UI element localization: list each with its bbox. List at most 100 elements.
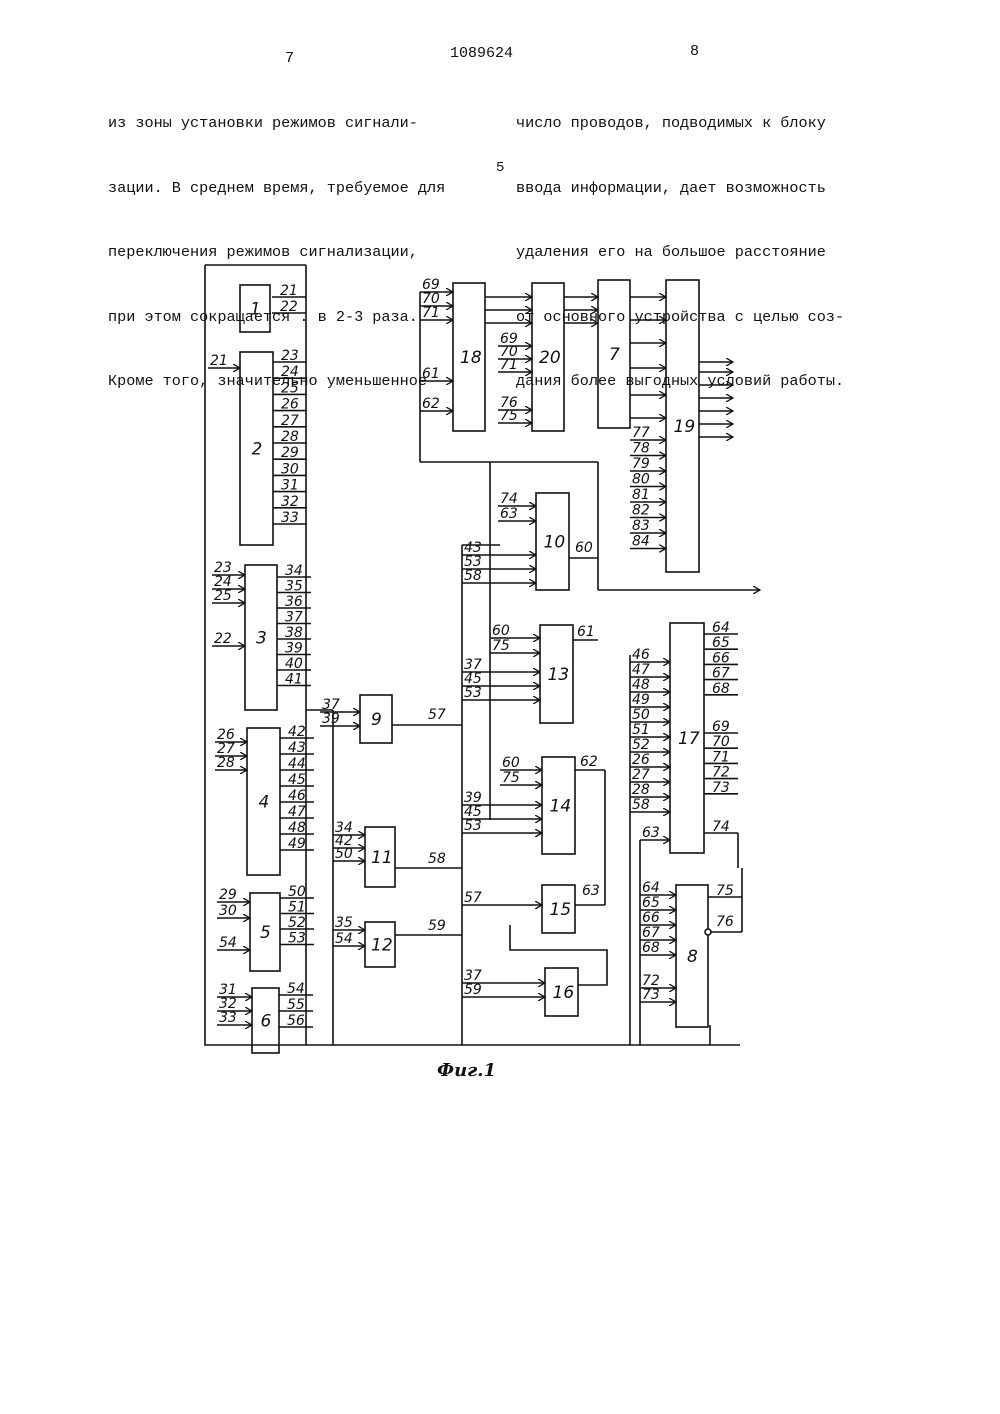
input-label-18: 62	[422, 396, 440, 412]
input-label-17: 47	[632, 662, 650, 678]
output-label-3: 38	[285, 625, 303, 641]
output-label-17: 73	[712, 780, 730, 796]
output-label-4: 45	[288, 772, 306, 788]
input-label-20: 71	[500, 357, 518, 373]
input-label-19: 81	[632, 487, 650, 503]
output-label-10: 60	[575, 540, 593, 556]
input-label-5: 30	[219, 903, 237, 919]
output-label-4: 48	[288, 820, 306, 836]
output-label-6: 56	[287, 1013, 305, 1029]
input-label-19: 79	[632, 456, 650, 472]
input-label-12: 54	[335, 931, 353, 947]
input-label-15: 57	[464, 890, 482, 906]
output-label-4: 49	[288, 836, 306, 852]
input-label-6: 33	[219, 1010, 237, 1026]
inversion-dot	[705, 929, 711, 935]
block-label-2: 2	[252, 440, 263, 460]
input-label-16: 59	[464, 982, 482, 998]
input-label-17: 52	[632, 737, 650, 753]
block-label-20: 20	[539, 348, 561, 368]
figure-caption: Фиг.1	[437, 1060, 496, 1081]
output-label-3: 34	[285, 563, 303, 579]
output-label-11: 58	[428, 851, 446, 867]
output-label-4: 44	[288, 756, 306, 772]
input-label-9: 39	[322, 711, 340, 727]
block-label-6: 6	[261, 1012, 272, 1032]
input-label-17: 49	[632, 692, 650, 708]
input-label-18: 61	[422, 366, 440, 382]
output-label-14: 62	[580, 754, 598, 770]
input-label-17: 28	[632, 782, 650, 798]
input-label-8: 68	[642, 940, 660, 956]
block-label-14: 14	[550, 797, 572, 817]
input-label-8: 65	[642, 895, 660, 911]
input-label-3: 22	[214, 631, 232, 647]
block-label-7: 7	[609, 345, 620, 365]
output-label-1: 22	[280, 299, 298, 315]
input-label-8: 67	[642, 925, 660, 941]
output-label-4: 47	[288, 804, 306, 820]
output-label-12: 59	[428, 918, 446, 934]
wire	[510, 925, 607, 985]
output-label-17: 74	[712, 819, 730, 835]
output-label-15: 63	[582, 883, 600, 899]
output-label-2: 27	[281, 413, 299, 429]
input-label-10: 63	[500, 506, 518, 522]
input-label-4: 28	[217, 755, 235, 771]
block-label-9: 9	[371, 710, 382, 730]
output-label-4: 43	[288, 740, 306, 756]
input-label-19: 80	[632, 472, 650, 488]
input-label-14: 75	[502, 770, 520, 786]
input-label-17: 27	[632, 767, 650, 783]
output-label-2: 26	[281, 397, 299, 413]
input-label-8: 66	[642, 910, 660, 926]
output-label-2: 32	[281, 494, 299, 510]
input-label-13: 53	[464, 685, 482, 701]
input-label-17: 50	[632, 707, 650, 723]
output-label-2: 31	[281, 478, 299, 494]
input-label-18: 71	[422, 305, 440, 321]
output-label-5: 50	[288, 884, 306, 900]
input-label-5: 54	[219, 935, 237, 951]
block-label-16: 16	[553, 983, 575, 1003]
output-label-13: 61	[577, 624, 595, 640]
input-label-19: 82	[632, 503, 650, 519]
block-label-15: 15	[550, 900, 572, 920]
output-label-17: 65	[712, 635, 730, 651]
output-label-2: 23	[281, 348, 299, 364]
output-label-17: 72	[712, 765, 730, 781]
output-label-2: 25	[281, 380, 299, 396]
block-label-5: 5	[260, 923, 271, 943]
output-label-17: 68	[712, 681, 730, 697]
input-label-14: 53	[464, 818, 482, 834]
output-label-17: 70	[712, 734, 730, 750]
output-label-5: 52	[288, 915, 306, 931]
output-label-8: 75	[716, 883, 734, 899]
block-label-18: 18	[460, 348, 482, 368]
block-label-1: 1	[250, 300, 261, 320]
output-label-3: 37	[285, 610, 303, 626]
input-label-2: 21	[210, 353, 228, 369]
block-label-3: 3	[256, 629, 267, 649]
output-label-2: 33	[281, 510, 299, 526]
input-label-17: 63	[642, 825, 660, 841]
output-label-8: 76	[716, 914, 734, 930]
input-label-19: 84	[632, 534, 650, 550]
input-label-20: 75	[500, 408, 518, 424]
input-label-11: 50	[335, 846, 353, 862]
input-label-19: 77	[632, 425, 650, 441]
output-label-3: 35	[285, 579, 303, 595]
input-label-19: 78	[632, 441, 650, 457]
output-label-3: 40	[285, 656, 303, 672]
output-label-5: 51	[288, 900, 306, 916]
output-label-17: 67	[712, 666, 730, 682]
input-label-14: 60	[502, 755, 520, 771]
input-label-13: 60	[492, 623, 510, 639]
block-label-11: 11	[371, 848, 393, 868]
block-label-19: 19	[674, 417, 696, 437]
output-label-5: 53	[288, 931, 306, 947]
input-label-10: 74	[500, 491, 518, 507]
output-label-2: 29	[281, 445, 299, 461]
input-label-3: 25	[214, 588, 232, 604]
output-label-9: 57	[428, 707, 446, 723]
